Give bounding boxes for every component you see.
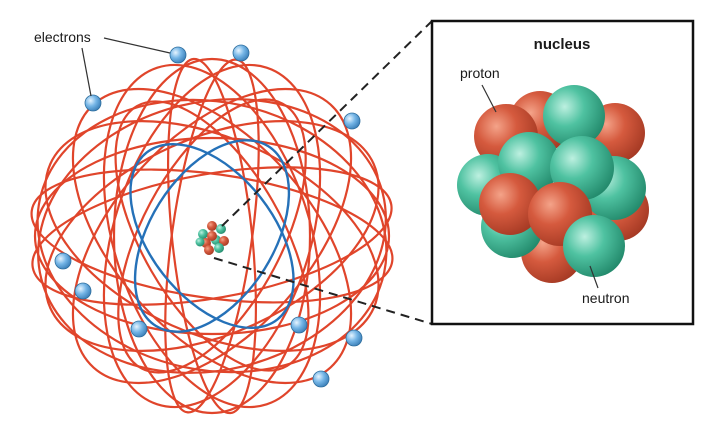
nucleus-title: nucleus [534, 36, 591, 53]
electron [169, 46, 187, 64]
orbit-ring [112, 57, 312, 415]
electrons-label: electrons [34, 29, 91, 45]
orbit-ring [31, 166, 393, 306]
orbit-ring [114, 100, 310, 372]
electron [312, 370, 330, 388]
proton-label: proton [460, 65, 500, 81]
electron [290, 316, 308, 334]
inner-orbits [129, 139, 295, 333]
orbit-ring [166, 57, 258, 415]
orbit-ring [30, 168, 394, 304]
electron [84, 94, 102, 112]
proton [479, 173, 541, 235]
electron [74, 282, 92, 300]
orbit-ring [117, 98, 307, 374]
electron [343, 112, 361, 130]
orbit-ring [44, 120, 380, 352]
zoom-lines [213, 20, 433, 325]
electrons-leaders [81, 37, 171, 97]
orbit-ring [102, 63, 322, 409]
electron [54, 252, 72, 270]
nucleus-enlarged [457, 85, 649, 283]
electron [130, 320, 148, 338]
atom-nucleus [195, 221, 229, 255]
orbit-ring [44, 120, 380, 352]
inner-orbit-ring [133, 139, 291, 333]
orbit-ring [102, 63, 322, 409]
orbit-ring [33, 136, 391, 336]
electron [232, 44, 250, 62]
neutron-label: neutron [582, 290, 629, 306]
proton-leader [481, 84, 497, 113]
neutron-leader [589, 265, 599, 289]
electron [345, 329, 363, 347]
electrons [54, 44, 363, 388]
neutron [563, 215, 625, 277]
inner-orbit-ring [129, 142, 295, 330]
neutron [543, 85, 605, 147]
